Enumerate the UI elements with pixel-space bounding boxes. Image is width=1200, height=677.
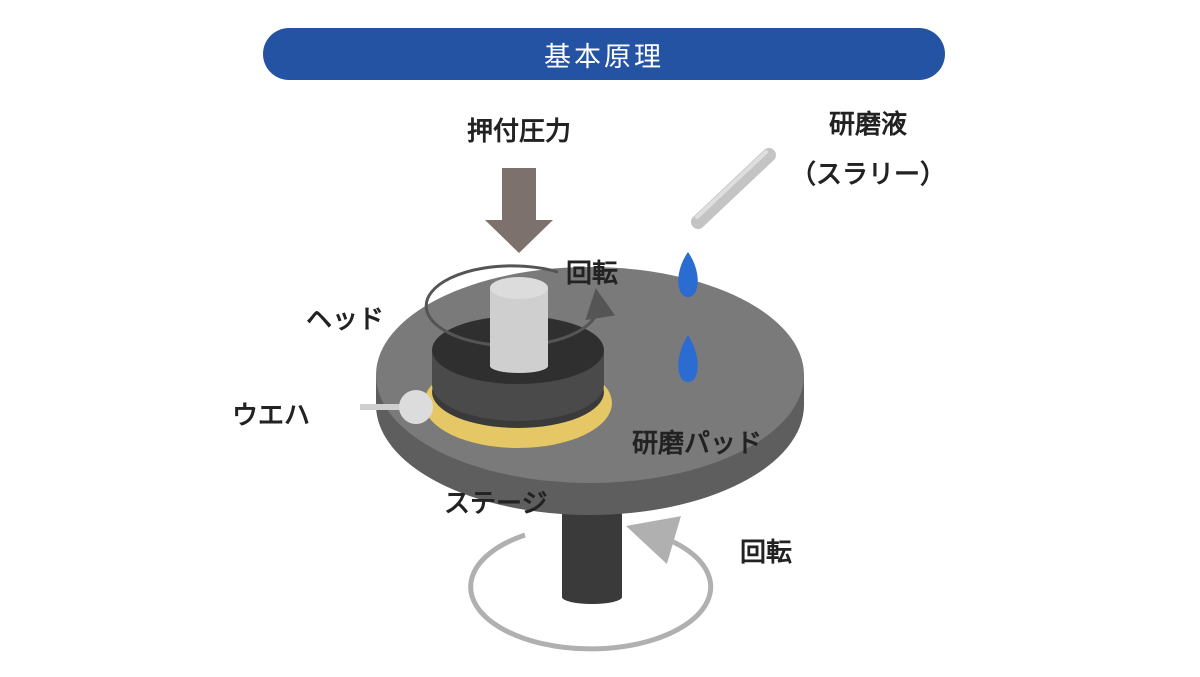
- slurry-droplet-upper: [678, 252, 698, 297]
- title-banner: 基本原理: [263, 28, 945, 80]
- label-pad: 研磨パッド: [632, 429, 762, 459]
- label-slurry: 研磨液: [829, 110, 907, 140]
- label-stage: ステージ: [444, 489, 547, 519]
- head-rotation-arrow: [424, 264, 616, 348]
- label-wafer: ウエハ: [232, 401, 310, 431]
- wafer-pointer-dot: [399, 390, 433, 424]
- label-head-rotation: 回転: [566, 259, 618, 289]
- label-stage-rotation: 回転: [740, 538, 792, 568]
- label-pressure: 押付圧力: [467, 117, 571, 147]
- head-shaft-top: [490, 277, 548, 299]
- pressure-arrow: [485, 168, 553, 253]
- label-head: ヘッド: [306, 305, 384, 335]
- stage-shaft-bottom: [562, 590, 622, 604]
- stage-shaft: [562, 500, 622, 597]
- slurry-tube: [691, 148, 776, 229]
- slurry-droplet-lower: [678, 335, 698, 382]
- head-shaft: [490, 288, 548, 366]
- stage-rotation-arrow: [468, 516, 714, 652]
- label-slurry-sub: （スラリー）: [790, 160, 946, 190]
- title-text: 基本原理: [544, 41, 664, 73]
